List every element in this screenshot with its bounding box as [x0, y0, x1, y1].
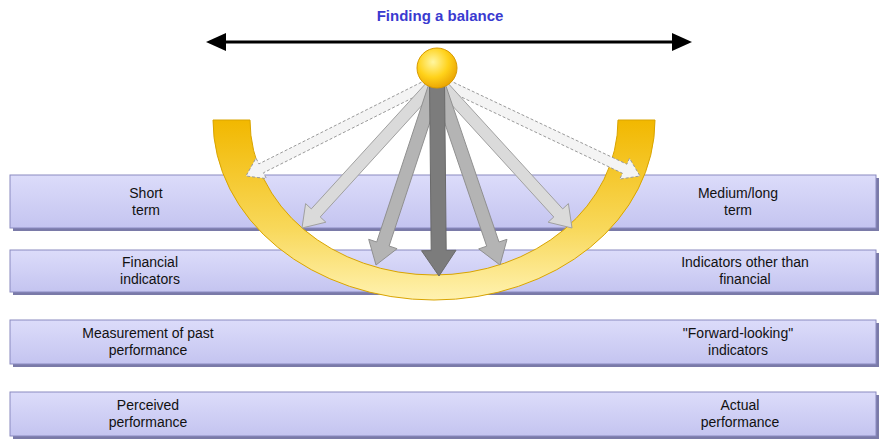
pivot-ball: [417, 48, 457, 88]
balance-arrow: [206, 33, 692, 51]
pointer-arrow: [422, 80, 457, 276]
right-label: "Forward-looking" indicators: [664, 325, 812, 359]
band-fill: [10, 392, 876, 436]
comparison-band: Short term Medium/long term: [10, 175, 876, 228]
comparison-band: Measurement of past performance "Forward-…: [10, 320, 876, 364]
right-label: Indicators other than financial: [667, 254, 823, 288]
left-label: Financial indicators: [98, 254, 202, 288]
left-label: Perceived performance: [92, 397, 204, 431]
comparison-band: Perceived performance Actual performance: [10, 392, 876, 436]
diagram-title: Finding a balance: [373, 7, 508, 24]
left-label: Measurement of past performance: [63, 325, 233, 359]
right-label: Actual performance: [688, 397, 792, 431]
left-label: Short term: [114, 185, 178, 219]
comparison-band: Financial indicators Indicators other tha…: [10, 250, 876, 292]
pointer-arrows: [246, 76, 640, 277]
right-label: Medium/long term: [686, 185, 790, 219]
title-row: Finding a balance: [0, 7, 880, 24]
pointer-arrow: [433, 76, 572, 228]
band-fill: [10, 320, 876, 364]
